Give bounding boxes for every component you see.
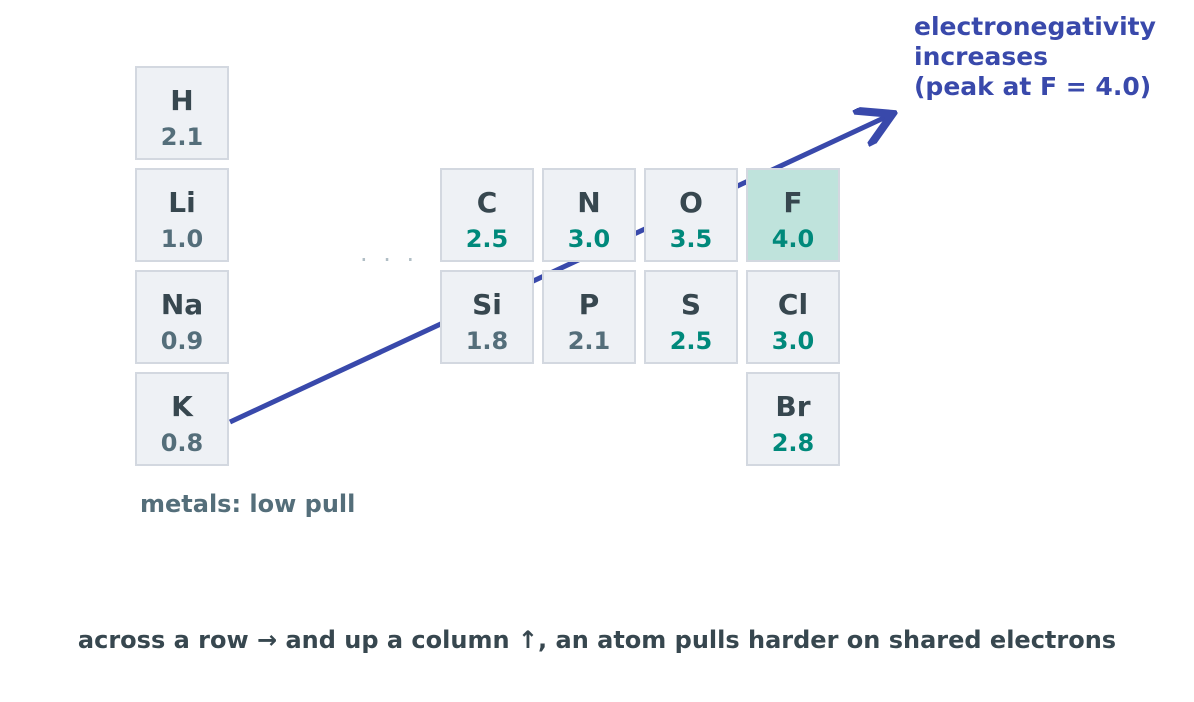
element-symbol: F [783, 186, 803, 219]
element-symbol: K [171, 390, 193, 423]
element-cell-h: H 2.1 [135, 66, 229, 160]
element-symbol: S [680, 288, 702, 321]
arrow-label-line: (peak at F = 4.0) [914, 72, 1152, 101]
element-value: 4.0 [771, 225, 815, 253]
element-symbol: Na [160, 288, 204, 321]
element-value: 1.0 [160, 225, 204, 253]
arrow-label-line: increases [914, 42, 1049, 71]
ellipsis: · · · [360, 246, 419, 274]
element-value: 2.8 [771, 429, 815, 457]
element-cell-s: S 2.5 [644, 270, 738, 364]
caption: across a row → and up a column ↑, an ato… [77, 626, 1117, 654]
element-cell-n: N 3.0 [542, 168, 636, 262]
element-symbol: C [476, 186, 498, 219]
element-cell-si: Si 1.8 [440, 270, 534, 364]
element-cell-c: C 2.5 [440, 168, 534, 262]
metals-note: metals: low pull [140, 490, 356, 518]
element-cell-p: P 2.1 [542, 270, 636, 364]
element-value: 2.5 [465, 225, 509, 253]
element-value: 2.5 [669, 327, 713, 355]
element-cell-li: Li 1.0 [135, 168, 229, 262]
element-symbol: Si [472, 288, 502, 321]
element-cell-na: Na 0.9 [135, 270, 229, 364]
element-symbol: Li [168, 186, 196, 219]
element-value: 3.0 [567, 225, 611, 253]
element-value: 3.5 [669, 225, 713, 253]
arrow-line [228, 116, 888, 425]
element-value: 0.9 [160, 327, 204, 355]
element-cell-br: Br 2.8 [746, 372, 840, 466]
element-symbol: Cl [777, 288, 809, 321]
arrow-label: electronegativity increases (peak at F =… [914, 12, 1156, 102]
element-symbol: H [170, 84, 194, 117]
arrow-label-line: electronegativity [914, 12, 1156, 41]
element-value: 2.1 [160, 123, 204, 151]
element-symbol: Br [775, 390, 811, 423]
element-value: 2.1 [567, 327, 611, 355]
element-cell-f: F 4.0 [746, 168, 840, 262]
element-symbol: P [578, 288, 600, 321]
element-value: 1.8 [465, 327, 509, 355]
element-value: 3.0 [771, 327, 815, 355]
element-symbol: N [577, 186, 601, 219]
element-value: 0.8 [160, 429, 204, 457]
element-cell-cl: Cl 3.0 [746, 270, 840, 364]
element-symbol: O [679, 186, 703, 219]
element-cell-o: O 3.5 [644, 168, 738, 262]
element-cell-k: K 0.8 [135, 372, 229, 466]
